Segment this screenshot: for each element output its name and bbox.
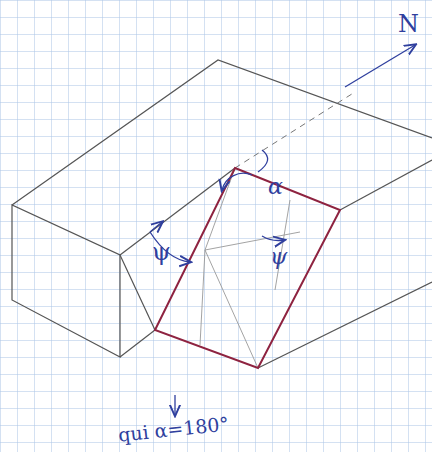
angle-label: ψ bbox=[270, 246, 287, 268]
angle-arcs bbox=[150, 45, 415, 415]
strike-line bbox=[235, 92, 355, 168]
construction-lines bbox=[200, 168, 300, 368]
angle-label: α bbox=[268, 176, 283, 198]
north-label: N bbox=[398, 12, 419, 36]
block-outline bbox=[12, 60, 432, 368]
angle-label: ψ bbox=[152, 240, 171, 264]
slope-plane bbox=[155, 168, 340, 368]
